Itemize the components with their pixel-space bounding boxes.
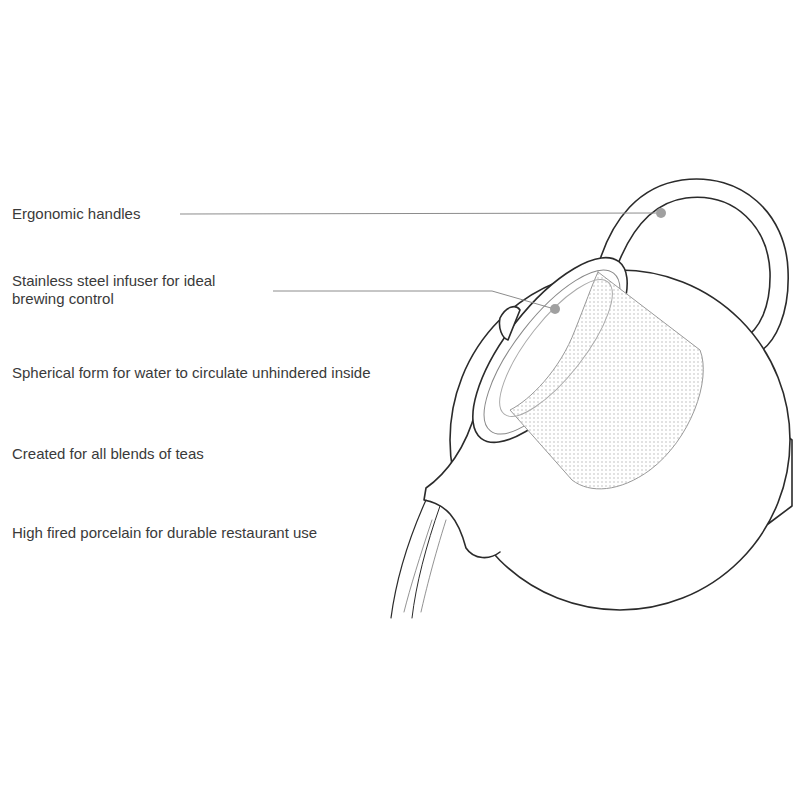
- callout-dot: [656, 208, 666, 218]
- lid-edge: [499, 307, 520, 340]
- pour-stream: [391, 500, 426, 618]
- feature-label: Spherical form for water to circulate un…: [12, 364, 452, 382]
- callout-dot: [550, 304, 560, 314]
- feature-label: High fired porcelain for durable restaur…: [12, 524, 412, 542]
- feature-label: Created for all blends of teas: [12, 445, 312, 463]
- pour-stream: [421, 520, 446, 612]
- leader-line: [273, 291, 551, 308]
- infuser-rim: [482, 265, 630, 432]
- feature-label: Stainless steel infuser for ideal brewin…: [12, 272, 260, 308]
- pour-stream: [412, 506, 440, 618]
- feature-label: Ergonomic handles: [12, 205, 172, 223]
- pour-stream: [404, 520, 432, 612]
- leader-line: [180, 213, 656, 214]
